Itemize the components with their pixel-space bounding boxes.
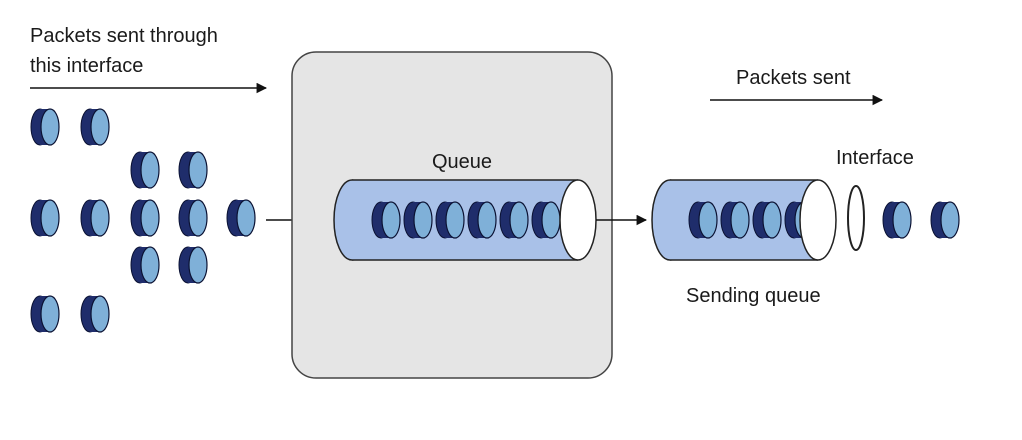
outgoing-packet-group — [882, 201, 960, 239]
queue-packet-group — [371, 201, 561, 239]
sending-queue-opening — [799, 179, 837, 261]
packet-icon — [80, 199, 110, 237]
queue-tube-opening — [559, 179, 597, 261]
packet-icon — [80, 108, 110, 146]
packet-icon — [403, 201, 433, 239]
sending-queue-packet-group — [688, 201, 814, 239]
packet-icon — [178, 199, 208, 237]
queue-label: Queue — [432, 151, 492, 173]
packet-icon — [882, 201, 912, 239]
packet-icon — [178, 151, 208, 189]
incoming-label-line2: this interface — [30, 55, 143, 77]
packet-icon — [720, 201, 750, 239]
packet-icon — [130, 151, 160, 189]
packet-icon — [80, 295, 110, 333]
packet-icon — [178, 246, 208, 284]
packet-icon — [688, 201, 718, 239]
packet-icon — [930, 201, 960, 239]
incoming-label-line1: Packets sent through — [30, 25, 218, 47]
packets-sent-label: Packets sent — [736, 67, 851, 89]
interface-label: Interface — [836, 147, 914, 169]
packet-icon — [30, 108, 60, 146]
packet-icon — [371, 201, 401, 239]
interface-ring — [847, 185, 865, 251]
packet-icon — [467, 201, 497, 239]
packet-icon — [499, 201, 529, 239]
packet-icon — [130, 246, 160, 284]
incoming-packet-group — [30, 108, 256, 333]
sending-queue-label: Sending queue — [686, 285, 821, 307]
packet-icon — [30, 199, 60, 237]
packet-icon — [435, 201, 465, 239]
packet-icon — [752, 201, 782, 239]
packet-icon — [226, 199, 256, 237]
packet-icon — [30, 295, 60, 333]
packet-icon — [531, 201, 561, 239]
packet-icon — [130, 199, 160, 237]
